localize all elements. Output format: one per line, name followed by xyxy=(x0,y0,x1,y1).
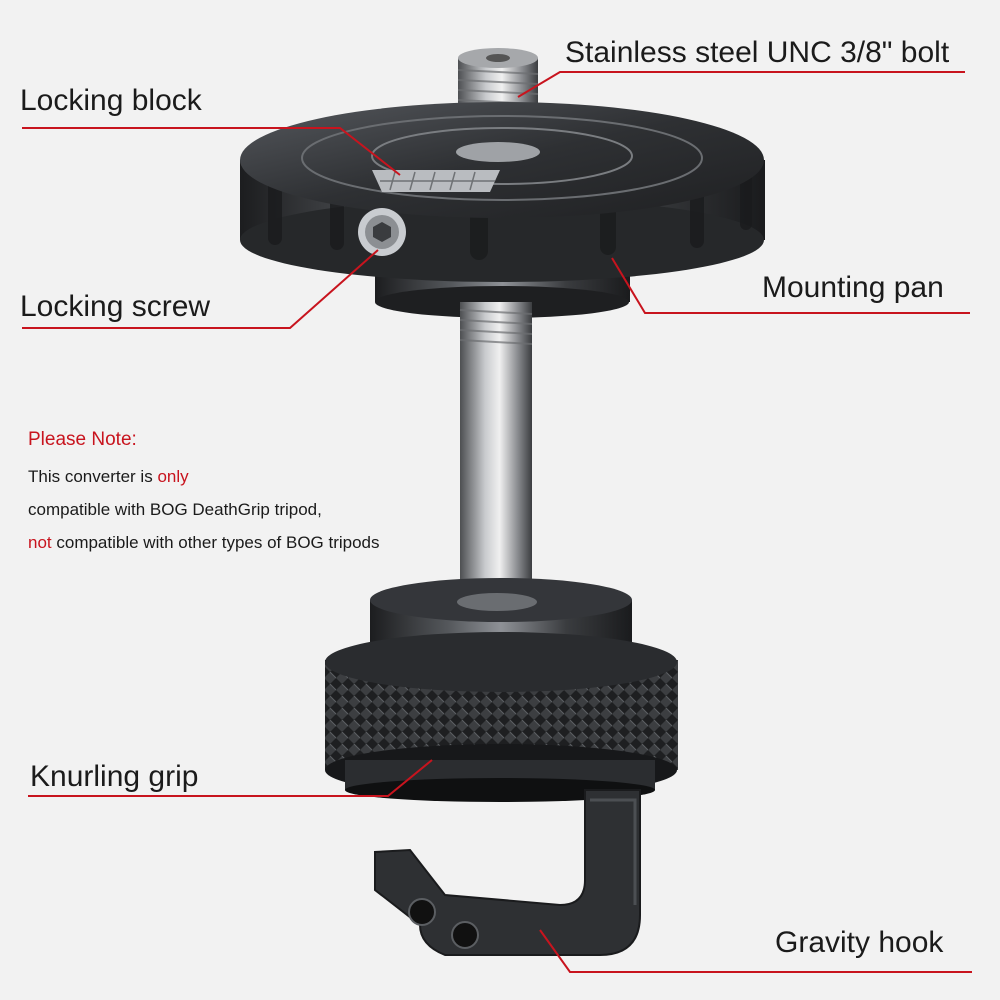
locking-block-part xyxy=(372,170,500,192)
callout-line-gravity-hook xyxy=(539,929,972,973)
note-heading: Please Note: xyxy=(28,429,137,450)
knurled-grip xyxy=(325,632,678,802)
knurling-grip-label: Knurling grip xyxy=(30,760,199,793)
callout-line-locking-screw xyxy=(22,249,379,329)
mounting-pan-label: Mounting pan xyxy=(762,271,944,304)
note-line-2: compatible with BOG DeathGrip tripod, xyxy=(28,500,322,519)
callout-line-locking-block xyxy=(22,127,401,176)
note-line-3-suffix: compatible with other types of BOG tripo… xyxy=(51,533,380,552)
note-line-3: not compatible with other types of BOG t… xyxy=(28,534,380,551)
locking-screw-part xyxy=(358,208,406,256)
note-line-1-emphasis: only xyxy=(157,467,189,486)
locking-screw-label: Locking screw xyxy=(20,290,211,323)
note-line-3-emphasis: not xyxy=(28,533,52,552)
callout-line-knurling-grip xyxy=(28,759,433,797)
callout-line-bolt xyxy=(517,71,965,98)
bolt-label: Stainless steel UNC 3/8" bolt xyxy=(565,36,950,69)
callout-line-mounting-pan xyxy=(611,257,970,314)
note-line-1-prefix: This converter is xyxy=(28,467,158,486)
locking-block-label: Locking block xyxy=(20,84,202,117)
locking-knob xyxy=(240,102,765,282)
gravity-hook-label: Gravity hook xyxy=(775,926,944,959)
shaft xyxy=(459,302,533,612)
note-line-1: This converter is only xyxy=(28,468,189,485)
callout-lines xyxy=(22,71,972,973)
gravity-hook xyxy=(374,789,641,956)
